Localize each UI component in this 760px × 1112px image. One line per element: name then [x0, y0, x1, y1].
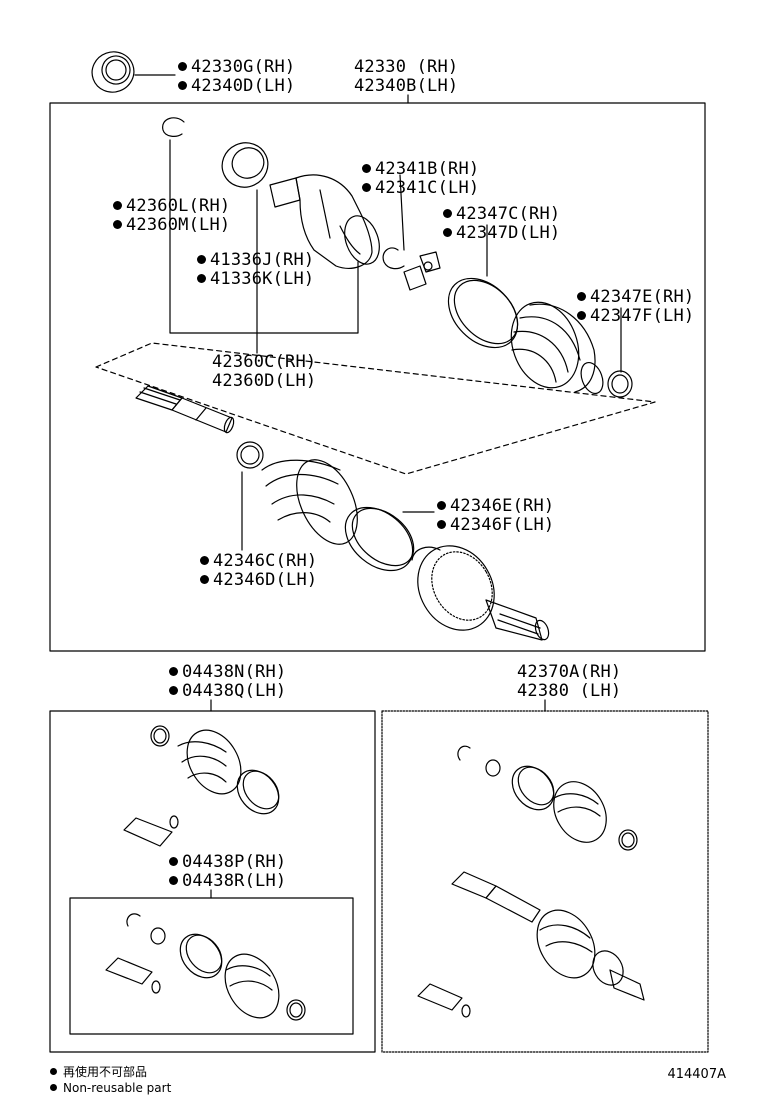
boot-band-42346E: [344, 506, 415, 572]
callout-42346C: 42346C(RH) 42346D(LH): [200, 552, 317, 590]
inner-boot-kit-frame: [69, 897, 354, 1035]
outboard-boot: [261, 459, 358, 545]
outboard-joint: [411, 545, 550, 641]
inner-boot-kit-parts: [105, 913, 306, 1021]
boot-band-42347E: [607, 370, 633, 398]
callout-41336J: 41336J(RH) 41336K(LH): [197, 251, 314, 289]
callout-42346E: 42346E(RH) 42346F(LH): [437, 497, 554, 535]
callout-42341B: 42341B(RH) 42341C(LH): [362, 160, 479, 198]
callout-42330: 42330 (RH) 42340B(LH): [354, 57, 459, 96]
tripod-joint-42341B: [382, 247, 441, 291]
non-reusable-dot-icon: [577, 311, 586, 320]
non-reusable-dot-icon: [169, 857, 178, 866]
inboard-boot: [510, 301, 604, 395]
boot-band-42347C: [447, 277, 519, 349]
snap-ring-42360L: [162, 117, 185, 137]
non-reusable-dot-icon: [169, 876, 178, 885]
callout-42347E: 42347E(RH) 42347F(LH): [577, 288, 694, 326]
boot-kit-frame: [49, 710, 376, 1053]
diagram-code: 414407A: [667, 1067, 726, 1082]
main-assembly-frame: [49, 102, 706, 652]
non-reusable-dot-icon: [178, 62, 187, 71]
callout-42370A: 42370A(RH) 42380 (LH): [517, 662, 622, 701]
callout-04438P: 04438P(RH) 04438R(LH): [169, 853, 286, 891]
shaft-assembly-parts: [417, 745, 645, 1018]
non-reusable-dot-icon: [50, 1068, 57, 1075]
callout-04438N: 04438N(RH) 04438Q(LH): [169, 663, 286, 701]
non-reusable-dot-icon: [50, 1084, 57, 1091]
legend-english: Non-reusable part: [63, 1081, 172, 1095]
non-reusable-dot-icon: [178, 81, 187, 90]
leader-lines: [134, 74, 622, 899]
legend: 再使用不可部品 Non-reusable part: [50, 1064, 171, 1096]
legend-japanese: 再使用不可部品: [63, 1065, 148, 1079]
oil-seal-42330G: [91, 51, 135, 93]
non-reusable-dot-icon: [362, 164, 371, 173]
non-reusable-dot-icon: [577, 292, 586, 301]
callout-42347C: 42347C(RH) 42347D(LH): [443, 205, 560, 243]
non-reusable-dot-icon: [169, 667, 178, 676]
non-reusable-dot-icon: [197, 274, 206, 283]
non-reusable-dot-icon: [362, 183, 371, 192]
non-reusable-dot-icon: [197, 255, 206, 264]
boot-kit-parts: [123, 725, 280, 847]
inboard-joint-housing: [269, 174, 380, 269]
callout-42360C: 42360C(RH) 42360D(LH): [212, 352, 317, 391]
boot-band-42346C: [236, 441, 264, 469]
non-reusable-dot-icon: [437, 520, 446, 529]
callout-42330G: 42330G(RH) 42340D(LH): [178, 58, 295, 96]
non-reusable-dot-icon: [443, 209, 452, 218]
oil-seal-41336J: [221, 142, 269, 188]
non-reusable-dot-icon: [200, 556, 209, 565]
drive-shaft: [135, 385, 235, 434]
non-reusable-dot-icon: [113, 201, 122, 210]
non-reusable-dot-icon: [437, 501, 446, 510]
non-reusable-dot-icon: [113, 220, 122, 229]
non-reusable-dot-icon: [200, 575, 209, 584]
non-reusable-dot-icon: [443, 228, 452, 237]
shaft-subassembly-outline: [95, 342, 656, 475]
non-reusable-dot-icon: [169, 686, 178, 695]
callout-42360L: 42360L(RH) 42360M(LH): [113, 197, 230, 235]
